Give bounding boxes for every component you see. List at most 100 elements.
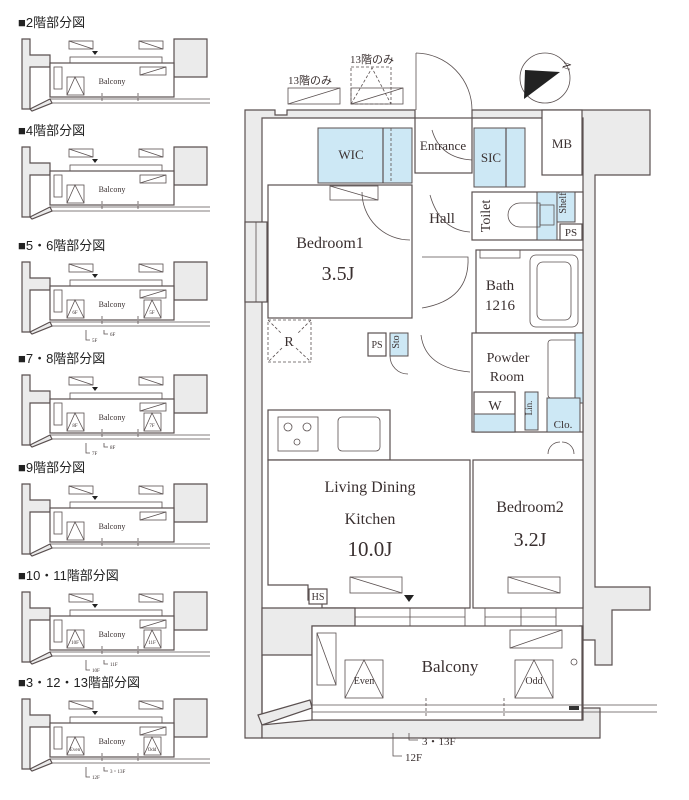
bathtub-icon <box>536 261 572 321</box>
partial-plan-drawing: Balcony <box>21 38 210 112</box>
ps-pipe-space <box>367 332 387 357</box>
partial-plan-balcony-label: Balcony <box>99 630 126 639</box>
partial-floor-plans: ■2階部分図 Balcony ■4階部分図 Balcony ■5・6階部分図 Balcon… <box>18 15 210 781</box>
linen-closet <box>524 391 539 431</box>
partial-plan-hatch-label: 7F <box>149 424 155 429</box>
partial-plan-hatch-label: 6F <box>72 311 78 316</box>
window-marker-icon <box>404 595 414 602</box>
partial-plan-drawing: Balcony <box>21 146 210 220</box>
partial-plan-1: ■4階部分図 Balcony <box>18 123 210 220</box>
note-13f-left: 13階のみ <box>288 73 332 87</box>
bedroom2-size: 3.2J <box>514 529 547 551</box>
ps-toilet-label: PS <box>565 227 577 239</box>
balcony <box>311 625 583 721</box>
partial-plan-title: ■3・12・13階部分図 <box>18 675 140 690</box>
ldk-label-1: Living Dining <box>324 479 415 496</box>
partial-plan-hatch-label: 8F <box>72 424 78 429</box>
partial-plan-hatch-label: 5F <box>149 311 155 316</box>
partial-plan-hatch-label: 11F <box>148 641 156 646</box>
partial-plan-balcony-label: Balcony <box>99 737 126 746</box>
window-13f-left <box>287 87 341 105</box>
bath-label: Bath <box>486 278 515 294</box>
refrigerator-space <box>267 319 312 363</box>
hatch-odd-label: Odd <box>525 676 542 687</box>
partial-plan-title: ■4階部分図 <box>18 123 85 138</box>
bedroom1-size: 3.5J <box>322 263 355 285</box>
hatch-even-label: Even <box>354 676 375 687</box>
sic-label: SIC <box>481 150 501 165</box>
partial-plan-title: ■7・8階部分図 <box>18 351 105 366</box>
note-13f-right: 13階のみ <box>350 52 394 66</box>
main-floor-plan: MB 13階のみ 13階のみ N WIC Entrance SIC <box>244 52 657 764</box>
entrance-label: Entrance <box>420 138 466 153</box>
powder-room-label-2: Room <box>490 370 524 385</box>
partial-plan-callout: 7F <box>92 452 98 457</box>
partial-plan-callout: 3・13F <box>110 770 126 775</box>
partial-plan-2: ■5・6階部分図 Balcony 6F 5F 6F 5F <box>18 238 210 344</box>
ldk-label-2: Kitchen <box>345 511 396 528</box>
bedroom2-label: Bedroom2 <box>496 499 564 516</box>
compass-needle-icon <box>524 70 560 99</box>
bedroom1-label: Bedroom1 <box>296 235 364 252</box>
shelf <box>556 191 576 223</box>
storage-label: Sto <box>391 335 402 348</box>
balcony-sliding-windows <box>354 607 557 627</box>
toilet-icon <box>507 202 541 228</box>
shelf-label: Shelf <box>558 192 569 214</box>
linen-label: Lin. <box>524 401 534 416</box>
entrance-area <box>414 117 473 174</box>
entrance-door-swing <box>415 52 473 111</box>
closet <box>546 397 581 433</box>
compass: N <box>519 52 574 104</box>
compass-north-label: N <box>560 60 574 72</box>
hs-space <box>308 588 328 605</box>
ldk-size: 10.0J <box>348 537 393 561</box>
partial-plan-hatch-label: Odd <box>148 748 157 753</box>
bath-size: 1216 <box>485 298 516 314</box>
wic-label: WIC <box>338 147 363 162</box>
storage <box>389 332 409 357</box>
partial-plan-balcony-label: Balcony <box>99 185 126 194</box>
mb-label: MB <box>552 136 573 151</box>
bath-room <box>475 249 584 334</box>
kitchen-counter <box>267 409 391 461</box>
partial-plan-balcony-label: Balcony <box>99 413 126 422</box>
balcony-label: Balcony <box>422 657 479 676</box>
sic-closet <box>473 127 526 188</box>
partial-plan-hatch-label: Even <box>70 748 81 753</box>
mb-room <box>541 109 583 176</box>
partial-plan-balcony-label: Balcony <box>99 522 126 531</box>
toilet-label: Toilet <box>479 200 494 233</box>
washer-label: W <box>488 399 502 414</box>
partial-plan-drawing: Balcony 6F 5F 6F 5F <box>21 261 210 344</box>
partial-plan-balcony-label: Balcony <box>99 77 126 86</box>
partial-plan-callout: 11F <box>110 663 118 668</box>
partial-plan-callout: 6F <box>110 333 116 338</box>
partial-plan-balcony-label: Balcony <box>99 300 126 309</box>
stove-icon <box>277 416 319 452</box>
refrigerator-label: R <box>284 335 294 350</box>
sink-icon <box>337 416 381 452</box>
closet-label: Clo. <box>554 419 573 431</box>
powder-room-label-1: Powder <box>487 351 530 366</box>
hs-label: HS <box>312 592 325 603</box>
partial-plan-title: ■2階部分図 <box>18 15 85 30</box>
ps-toilet <box>559 223 583 241</box>
partial-plan-callout: 5F <box>92 339 98 344</box>
ps-label: PS <box>371 340 382 351</box>
callout-3-13f: 3・13F <box>422 736 456 748</box>
bedroom1 <box>267 184 413 319</box>
partial-plan-callout: 10F <box>92 669 100 674</box>
partial-plan-drawing: Balcony <box>21 483 210 557</box>
partial-plan-0: ■2階部分図 Balcony <box>18 15 210 112</box>
window-13f-right <box>350 66 392 105</box>
callout-12f: 12F <box>405 752 422 764</box>
partial-plan-title: ■5・6階部分図 <box>18 238 105 253</box>
partial-plan-title: ■10・11階部分図 <box>18 568 119 583</box>
